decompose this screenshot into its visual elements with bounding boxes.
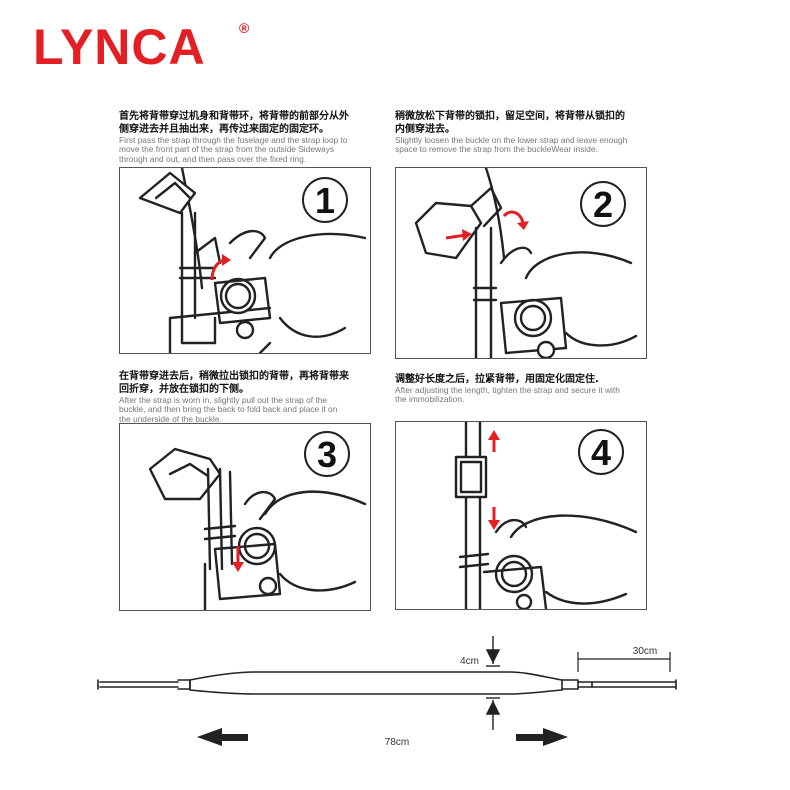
- step-2-number: 2: [593, 184, 613, 225]
- step-1-text-zh: 首先将背带穿过机身和背带环，将背带的前部分从外 侧穿进去并且抽出来，再传过来固定…: [119, 111, 349, 135]
- red-arrow-icon: [232, 562, 244, 572]
- width-label: 4cm: [460, 656, 479, 667]
- step-1-number-badge: [302, 177, 348, 223]
- step-2-number-badge: [580, 181, 626, 227]
- step-3-number-badge: [304, 431, 350, 477]
- step-4-number: 4: [591, 432, 611, 473]
- total-length-label: 78cm: [385, 737, 409, 748]
- left-arrow-icon: [197, 728, 248, 746]
- step-3-text-en: After the strap is worn in, slightly pul…: [119, 395, 338, 424]
- step-4-illustration: 4: [454, 422, 638, 609]
- end-length-label: 30cm: [633, 646, 657, 657]
- step-4-text-en: After adjusting the length, tighten the …: [395, 385, 620, 405]
- total-length-arrows: [197, 728, 568, 746]
- step-4-number-badge: [578, 429, 624, 475]
- red-arrow-icon: [488, 520, 500, 530]
- step-4-panel: 4: [395, 421, 647, 610]
- step-3-number: 3: [317, 434, 337, 475]
- strap-pad: [189, 671, 563, 695]
- step-4-text-zh: 调整好长度之后，拉紧背带，用固定化固定住.: [395, 374, 599, 385]
- end-length-marker: [577, 652, 671, 672]
- step-2-panel: 2: [395, 167, 647, 359]
- step-3-panel: 3: [119, 423, 371, 611]
- registered-mark: ®: [239, 20, 250, 36]
- step-2-text-en: Slightly loosen the buckle on the lower …: [395, 135, 628, 155]
- brand-name: LYNCA: [33, 19, 206, 75]
- step-1-illustration: 1: [138, 168, 367, 353]
- step-1-instruction: 首先将背带穿过机身和背带环，将背带的前部分从外 侧穿进去并且抽出来，再传过来固定…: [119, 110, 384, 164]
- step-1-text-en: First pass the strap through the fuselag…: [119, 135, 348, 164]
- strap-right-cord: [591, 681, 676, 688]
- right-arrow-icon: [516, 728, 568, 746]
- step-3-text-zh: 在背带穿进去后，稍微拉出锁扣的背带，再将背带来 回折穿，并放在锁扣的下侧。: [119, 371, 349, 395]
- step-1-number: 1: [315, 180, 335, 221]
- step-4-instruction: 调整好长度之后，拉紧背带，用固定化固定住. After adjusting th…: [395, 373, 670, 405]
- red-arrow-icon: [517, 221, 529, 230]
- step-2-instruction: 稍微放松下背带的锁扣，留足空间，将背带从锁扣的 内侧穿进去。 Slightly …: [395, 110, 670, 155]
- red-arrow-icon: [488, 430, 500, 440]
- step-1-panel: 1: [119, 167, 371, 354]
- step-3-illustration: 3: [148, 431, 367, 610]
- strap-right-connector: [561, 679, 579, 690]
- step-2-illustration: 2: [414, 168, 638, 358]
- red-arrow-icon: [462, 229, 472, 241]
- brand-logo: LYNCA ®: [33, 19, 249, 75]
- strap-left-connector: [177, 679, 191, 690]
- width-dimension-marker: [485, 636, 501, 730]
- step-2-text-zh: 稍微放松下背带的锁扣，留足空间，将背带从锁扣的 内侧穿进去。: [395, 111, 625, 135]
- strap-left-cord: [99, 681, 179, 688]
- step-3-instruction: 在背带穿进去后，稍微拉出锁扣的背带，再将背带来 回折穿，并放在锁扣的下侧。 Af…: [119, 370, 384, 424]
